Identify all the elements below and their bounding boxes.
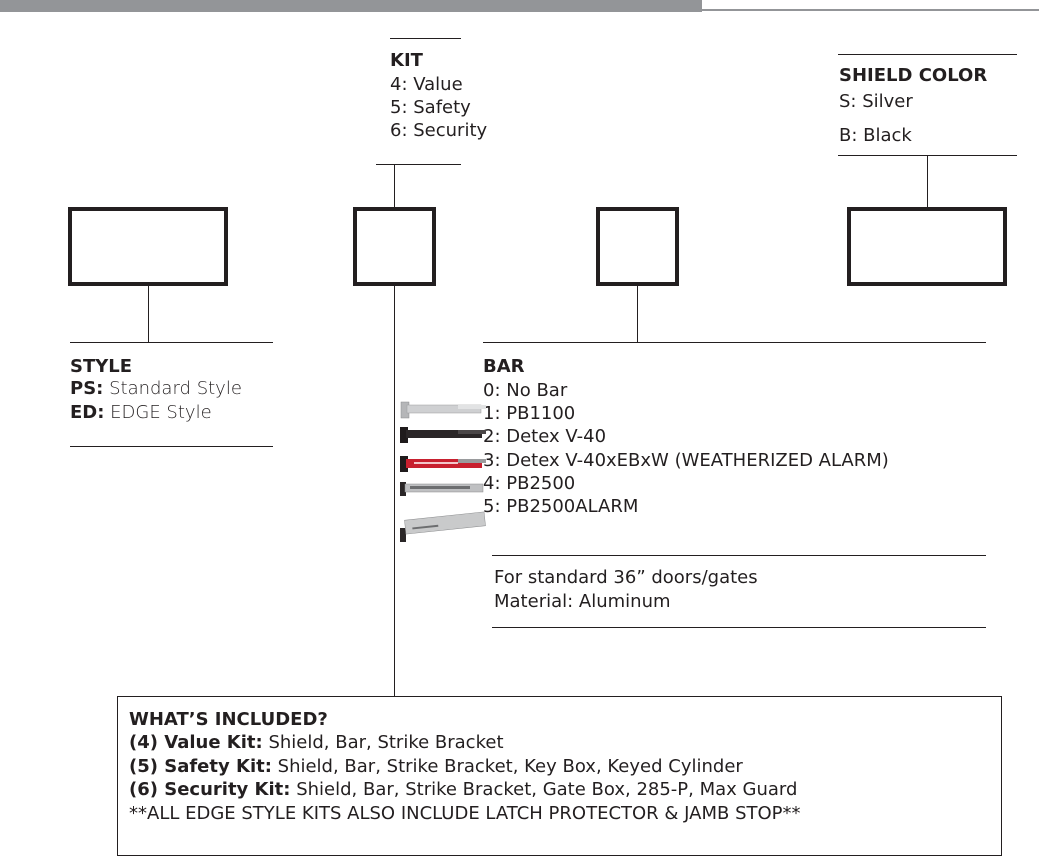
style-code: PS: <box>70 378 104 399</box>
style-heading: STYLE <box>70 356 133 377</box>
style-label: Standard Style <box>103 378 242 399</box>
style-option: ED: EDGE Style <box>70 401 212 424</box>
bar-heading: BAR <box>483 356 525 377</box>
bar-note: For standard 36” doors/gates <box>494 567 758 588</box>
kit-bottom-rule <box>376 164 461 165</box>
header-rule <box>702 9 1039 11</box>
kit-option: 6: Security <box>390 120 488 141</box>
kit-connector-down <box>394 286 395 696</box>
style-connector <box>148 286 149 342</box>
included-row: (6) Security Kit: Shield, Bar, Strike Br… <box>129 778 797 801</box>
bar-connector <box>637 286 638 342</box>
bar-option: 4: PB2500 <box>483 473 576 494</box>
included-footnote: **ALL EDGE STYLE KITS ALSO INCLUDE LATCH… <box>129 803 801 824</box>
style-top-rule <box>70 342 273 343</box>
kit-code-box <box>353 207 436 286</box>
kit-name: (4) Value Kit: <box>129 732 263 753</box>
included-row: (5) Safety Kit: Shield, Bar, Strike Brac… <box>129 755 743 778</box>
bar-thumbnails <box>400 401 486 542</box>
kit-heading: KIT <box>390 50 423 71</box>
kit-items: Shield, Bar, Strike Bracket <box>262 732 504 753</box>
included-row: (4) Value Kit: Shield, Bar, Strike Brack… <box>129 731 504 754</box>
kit-option: 4: Value <box>390 74 463 95</box>
kit-items: Shield, Bar, Strike Bracket, Gate Box, 2… <box>290 779 798 800</box>
shield-top-rule <box>838 54 1017 55</box>
bar-option: 1: PB1100 <box>483 403 576 424</box>
shield-color-heading: SHIELD COLOR <box>839 65 988 86</box>
style-code: ED: <box>70 402 105 423</box>
pb1100-bar-icon <box>400 401 486 419</box>
included-heading: WHAT’S INCLUDED? <box>129 709 328 730</box>
kit-connector-up <box>394 164 395 207</box>
bar-note: Material: Aluminum <box>494 591 671 612</box>
kit-name: (6) Security Kit: <box>129 779 291 800</box>
bar-code-box <box>596 207 679 286</box>
bar-option: 0: No Bar <box>483 380 568 401</box>
detex-v40-bar-icon <box>400 427 486 443</box>
bar-option: 5: PB2500ALARM <box>483 496 639 517</box>
kit-name: (5) Safety Kit: <box>129 756 272 777</box>
detex-v40-alarm-bar-icon <box>400 456 486 472</box>
shield-color-code-box <box>847 207 1007 286</box>
bar-mid-rule <box>492 555 986 556</box>
shield-color-option: B: Black <box>839 125 912 146</box>
bar-bottom-rule <box>492 627 986 628</box>
kit-items: Shield, Bar, Strike Bracket, Key Box, Ke… <box>271 756 743 777</box>
style-label: EDGE Style <box>104 402 212 423</box>
style-option: PS: Standard Style <box>70 377 242 400</box>
header-bar <box>0 0 702 12</box>
bar-top-rule <box>483 342 986 343</box>
pb2500-bar-icon <box>400 482 484 496</box>
style-bottom-rule <box>70 446 273 447</box>
style-code-box <box>68 207 228 286</box>
pb2500alarm-bar-icon <box>400 511 486 542</box>
kit-option: 5: Safety <box>390 97 471 118</box>
kit-top-rule <box>390 38 461 39</box>
shield-connector <box>927 155 928 207</box>
whats-included-box: WHAT’S INCLUDED? (4) Value Kit: Shield, … <box>117 696 1002 856</box>
bar-option: 3: Detex V-40xEBxW (WEATHERIZED ALARM) <box>483 450 889 471</box>
shield-color-option: S: Silver <box>839 91 913 112</box>
bar-option: 2: Detex V-40 <box>483 426 607 447</box>
